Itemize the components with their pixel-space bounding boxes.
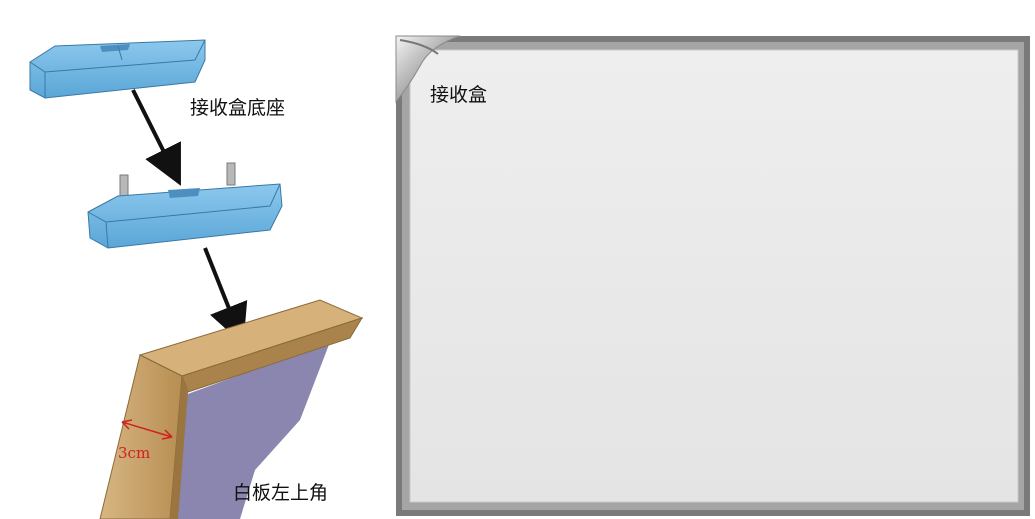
dimension-label: 3cm [118,444,150,462]
receiver-base-label: 接收盒底座 [190,97,286,119]
receiver-corner-icon [395,35,461,104]
arrow-base-to-receiver [131,89,181,186]
whiteboard-corner-illustration [99,299,364,519]
receiver-label: 接收盒 [430,84,488,106]
whiteboard-corner-label: 白板左上角 [233,482,329,504]
arrow-receiver-to-board [203,247,248,345]
dimension-marker [121,419,173,440]
whiteboard-panel [395,35,1030,516]
receiver-mounted-illustration [87,162,283,249]
receiver-base-illustration [29,39,206,99]
